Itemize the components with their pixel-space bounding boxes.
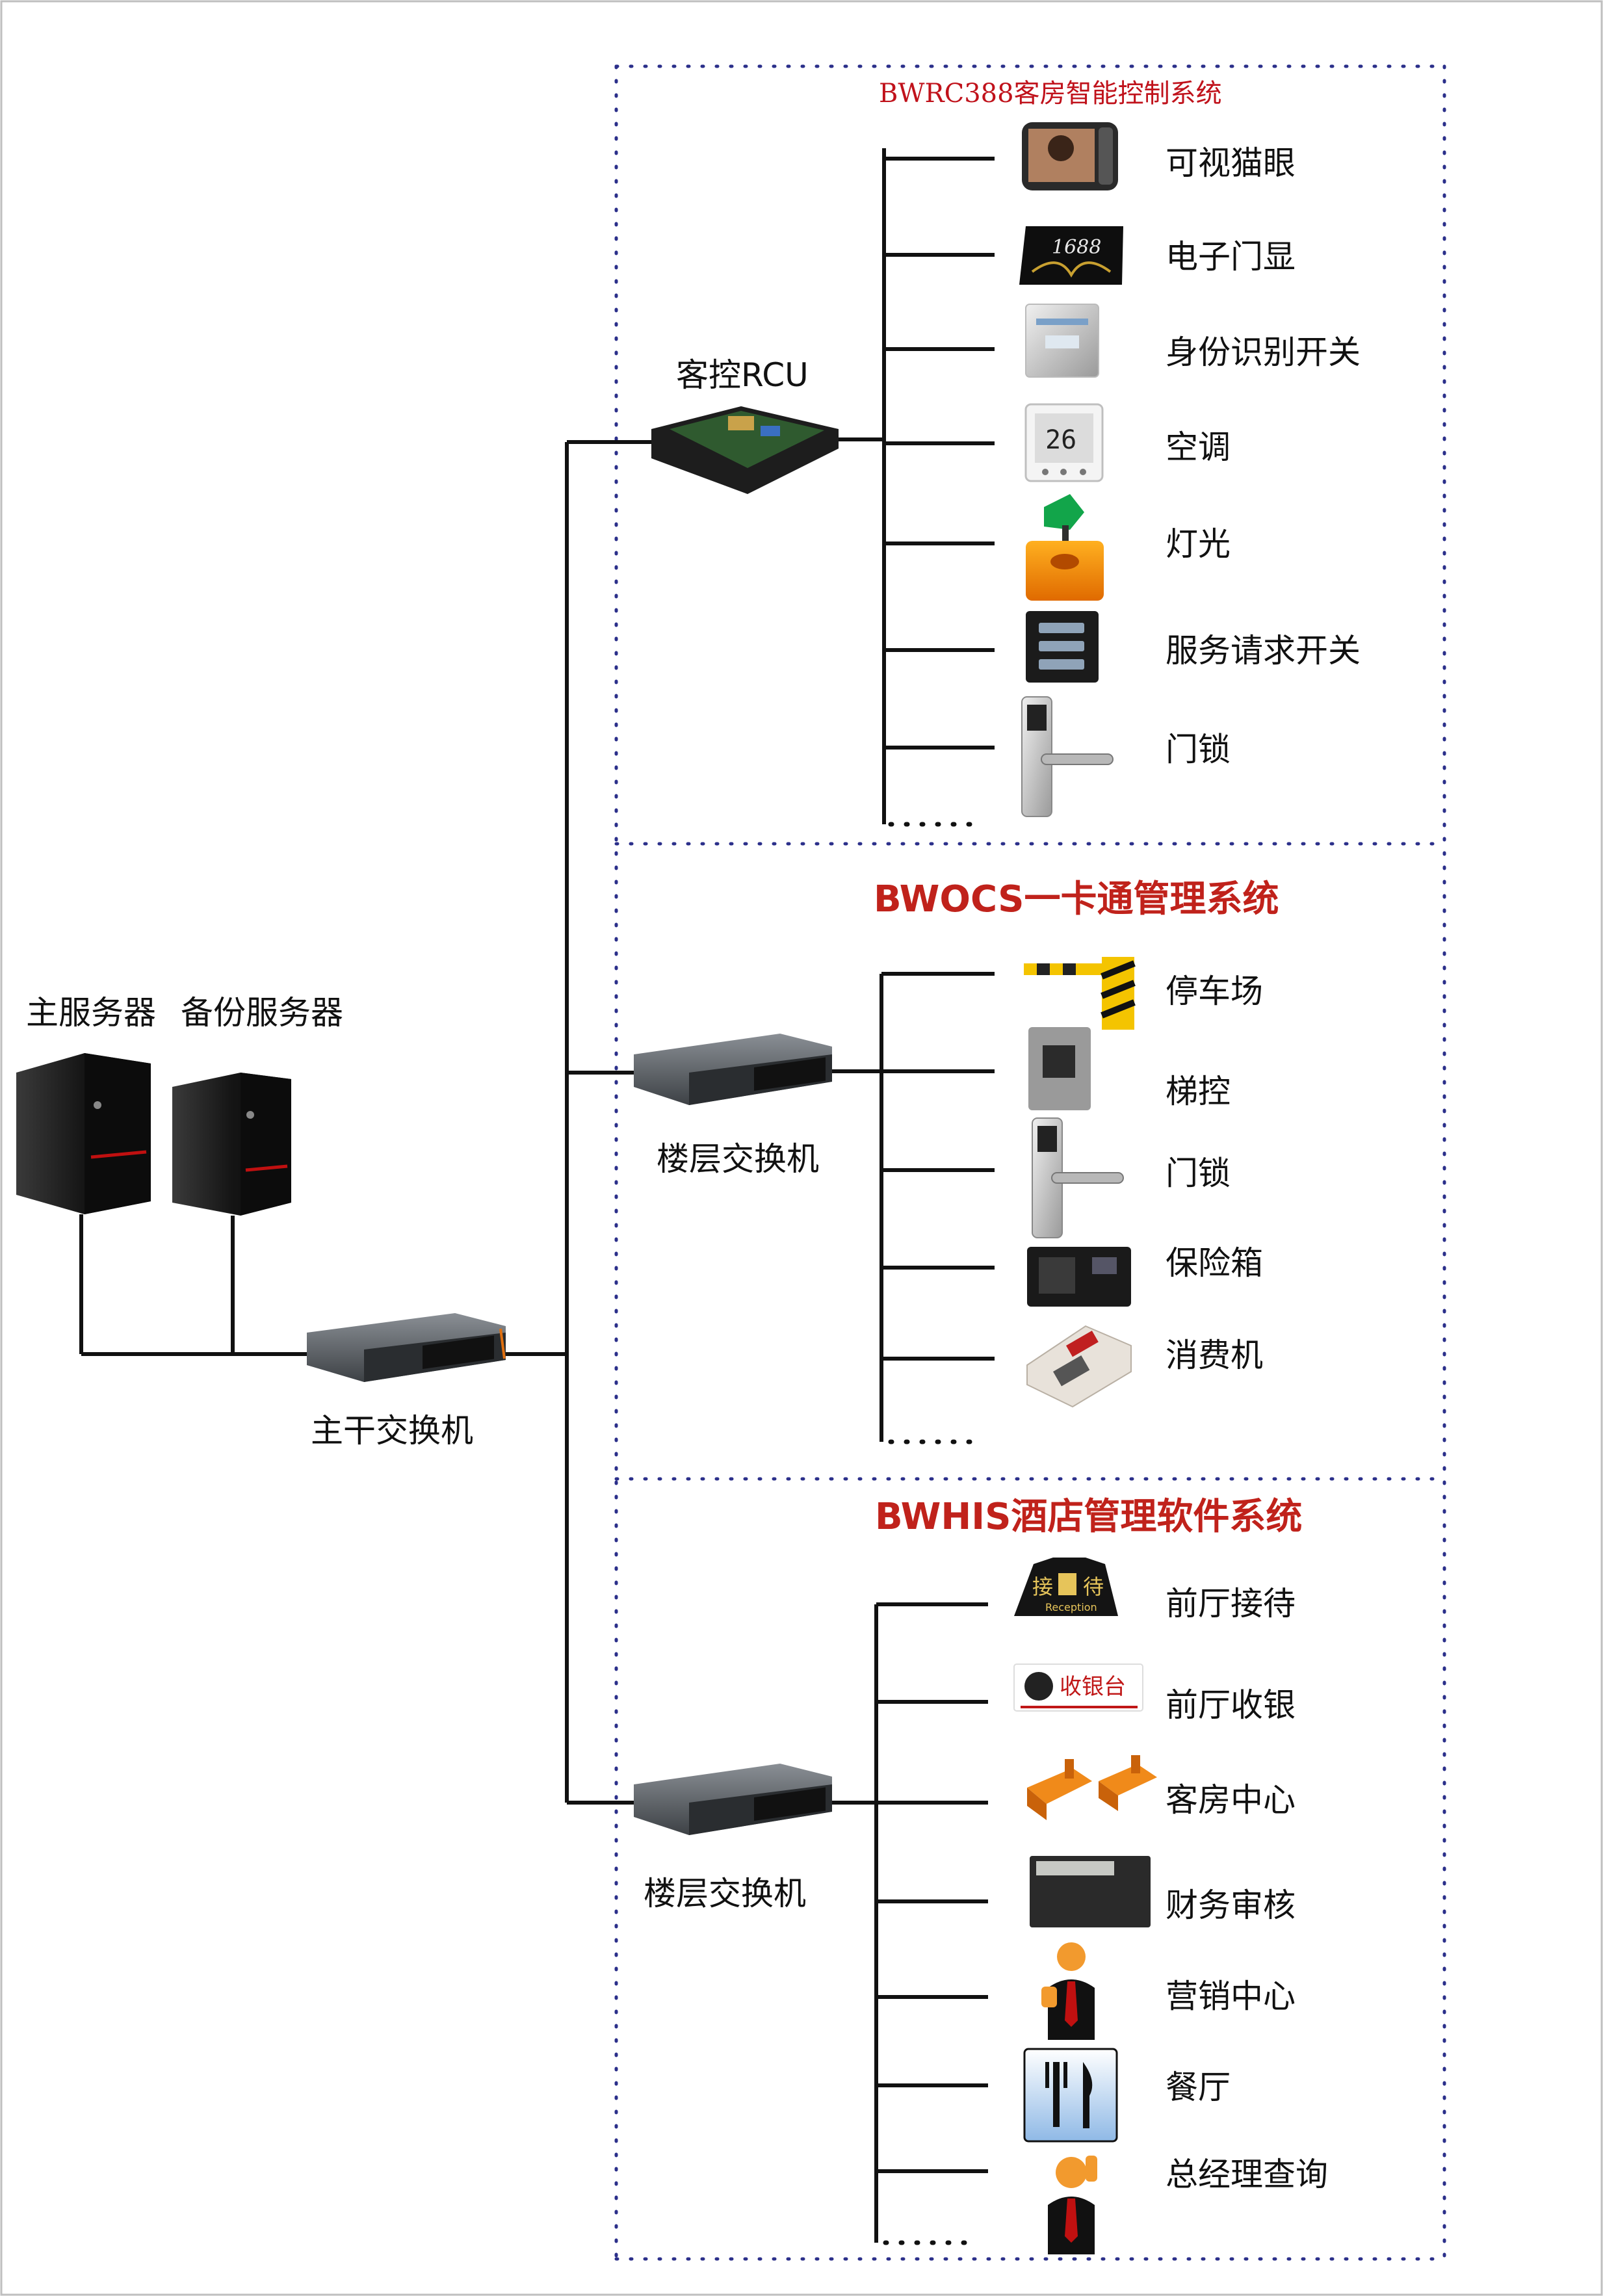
backbone-wiring	[506, 440, 653, 1805]
ocs-section-title: BWOCS一卡通管理系统	[874, 878, 1279, 920]
thermostat-readout: 26	[1045, 425, 1076, 455]
service-panel-icon	[1026, 611, 1099, 683]
reception-sign-en: Reception	[1045, 1601, 1097, 1613]
cashier-sign-text: 收银台	[1060, 1674, 1126, 1700]
reception-sign-left: 接	[1032, 1574, 1053, 1599]
peephole-icon	[1022, 122, 1118, 190]
primary-server-label: 主服务器	[26, 994, 156, 1032]
restaurant-icon	[1023, 2048, 1118, 2143]
door-lock-icon	[1032, 1117, 1124, 1238]
parking-barrier-icon	[1024, 957, 1136, 1030]
rcu-branches	[884, 157, 995, 750]
cashier-sign-icon: 收银台	[1013, 1663, 1143, 1712]
manager-person-icon	[1048, 2156, 1097, 2254]
ocs-hub-label: 楼层交换机	[657, 1140, 819, 1178]
his-section-title: BWHIS酒店管理软件系统	[875, 1496, 1302, 1538]
card-switch-icon	[1025, 304, 1099, 378]
door-lock-icon	[1021, 696, 1114, 817]
server-wiring	[79, 1214, 312, 1356]
his-item-label: 前厅收银	[1166, 1686, 1296, 1724]
sales-person-icon	[1041, 1942, 1095, 2040]
ocs-item-label: 停车场	[1166, 972, 1263, 1010]
calculator-icon	[1030, 1856, 1151, 1927]
rcu-item-label: 电子门显	[1166, 238, 1296, 276]
door-display-number: 1688	[1052, 236, 1101, 259]
backup-server-label: 备份服务器	[181, 994, 343, 1032]
his-hub-label: 楼层交换机	[644, 1875, 806, 1912]
door-display-icon: 1688	[1019, 226, 1123, 285]
room-beds-icon	[1027, 1755, 1157, 1820]
ocs-item-label: 梯控	[1166, 1073, 1231, 1110]
light-icon	[1026, 494, 1104, 601]
primary-server-icon	[16, 1053, 151, 1214]
his-item-label: 总经理查询	[1166, 2156, 1328, 2193]
rcu-item-label: 灯光	[1166, 525, 1231, 563]
rcu-hub-label: 客控RCU	[676, 356, 809, 394]
rcu-item-label: 身份识别开关	[1166, 333, 1361, 371]
reception-sign-right: 待	[1083, 1574, 1104, 1599]
ocs-item-label: 保险箱	[1166, 1244, 1263, 1282]
ocs-item-label: 消费机	[1166, 1337, 1263, 1374]
backup-server-icon	[172, 1073, 291, 1216]
core-switch-label: 主干交换机	[311, 1412, 473, 1450]
pos-terminal-icon	[1026, 1325, 1132, 1408]
elevator-reader-icon	[1028, 1027, 1091, 1110]
his-item-label: 前厅接待	[1166, 1585, 1296, 1623]
his-switch-icon	[634, 1764, 832, 1835]
his-item-label: 客房中心	[1166, 1781, 1296, 1819]
rcu-item-label: 服务请求开关	[1166, 632, 1361, 670]
section-borders	[614, 64, 1446, 2261]
ocs-item-label: 门锁	[1166, 1155, 1231, 1192]
core-switch-icon	[307, 1313, 506, 1382]
ocs-branches	[881, 972, 995, 1361]
rcu-section-title: BWRC388客房智能控制系统	[879, 79, 1222, 109]
his-item-label: 营销中心	[1166, 1977, 1296, 2015]
his-item-label: 财务审核	[1166, 1886, 1296, 1924]
reception-sign-icon: 接 待 Reception	[1014, 1558, 1118, 1616]
his-item-label: 餐厅	[1166, 2068, 1231, 2106]
his-branches	[876, 1602, 988, 2173]
rcu-item-label: 门锁	[1166, 731, 1231, 768]
rcu-controller-icon	[651, 406, 839, 494]
rcu-item-label: 可视猫眼	[1166, 144, 1296, 182]
rcu-item-label: 空调	[1166, 428, 1231, 466]
ocs-switch-icon	[634, 1034, 832, 1105]
thermostat-icon: 26	[1024, 403, 1104, 482]
safe-box-icon	[1027, 1247, 1131, 1307]
